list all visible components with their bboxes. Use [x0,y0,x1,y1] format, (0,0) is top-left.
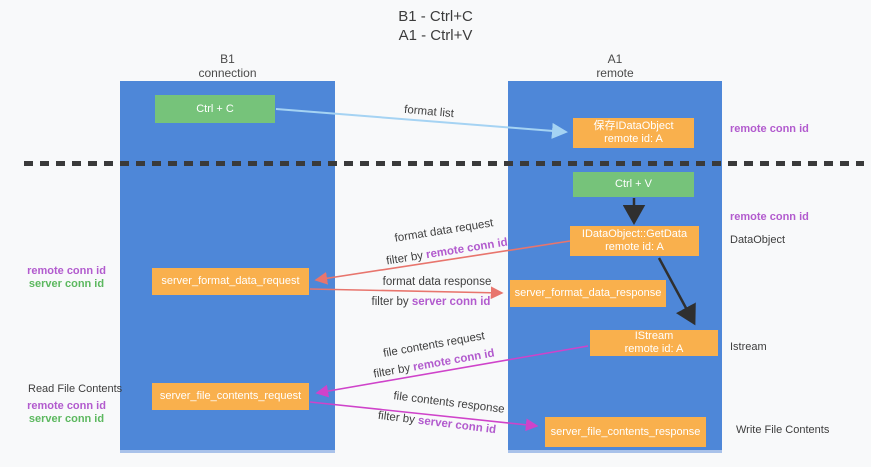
lane-header-b1: B1 connection [120,52,335,80]
node-format-request-label: server_format_data_request [161,275,300,287]
node-getdata-line1: IDataObject::GetData [581,228,688,240]
node-server-format-data-response: server_format_data_response [510,280,666,307]
edge-label-file-contents-response: file contents response [392,390,506,416]
label-remote-conn-id-right-top: remote conn id [730,123,809,135]
label-dataobject: DataObject [730,234,786,246]
title-line-1: B1 - Ctrl+C [398,8,473,25]
label-write-file-contents: Write File Contents [736,424,830,436]
diagram-title: B1 - Ctrl+C A1 - Ctrl+V [0,7,871,45]
filter-server-conn-id: server conn id [411,296,491,308]
node-ctrl-v: Ctrl + V [573,172,694,197]
node-server-file-contents-response: server_file_contents_response [545,417,706,447]
label-group-conn-ids-2: remote conn id server conn id [24,400,109,426]
node-save-idataobject-line2: remote id: A [604,133,663,145]
lane-a1-name: A1 [607,52,623,66]
node-ctrl-c-label: Ctrl + C [196,102,234,115]
node-istream-line2: remote id: A [624,343,684,355]
node-format-response-label: server_format_data_response [514,287,662,299]
label-istream-side: Istream [730,341,767,353]
node-getdata-line2: remote id: A [605,241,664,253]
edge-label-filter-server-1: filter by server conn id [372,296,491,308]
node-file-request-label: server_file_contents_request [159,390,302,402]
title-line-2: A1 - Ctrl+V [398,27,473,44]
label-server-conn-id-left-2: server conn id [28,413,105,425]
node-file-response-label: server_file_contents_response [550,425,701,438]
arrow-format-data-response [309,286,504,300]
edge-label-format-list: format list [403,103,455,121]
node-idataobject-getdata: IDataObject::GetData remote id: A [570,226,699,256]
node-ctrl-c: Ctrl + C [155,95,275,123]
filter-by-text: filter by [377,409,419,427]
label-remote-conn-id-right-mid: remote conn id [730,211,809,223]
node-save-idataobject: 保存IDataObject remote id: A [573,118,694,148]
edge-label-format-data-response: format data response [382,276,492,288]
edge-label-filter-server-2: filter by server conn id [377,410,496,436]
node-ctrl-v-label: Ctrl + V [615,178,652,190]
lane-a1-subtitle: remote [596,66,634,80]
node-server-file-contents-request: server_file_contents_request [152,383,309,410]
label-read-file-contents: Read File Contents [28,383,123,395]
filter-by-text: filter by [385,249,428,268]
label-group-conn-ids-1: remote conn id server conn id [24,265,109,291]
filter-by-text: filter by [371,296,412,308]
filter-remote-conn-id: remote conn id [425,236,509,262]
node-save-idataobject-line1: 保存IDataObject [593,120,674,132]
node-server-format-data-request: server_format_data_request [152,268,309,295]
filter-by-text: filter by [372,361,415,381]
filter-server-conn-id: server conn id [417,414,497,437]
label-remote-conn-id-left-2: remote conn id [27,400,106,412]
node-istream-line1: IStream [634,330,674,342]
label-server-conn-id-left-1: server conn id [28,278,105,290]
lane-header-a1: A1 remote [508,52,722,80]
label-remote-conn-id-left-1: remote conn id [27,265,106,277]
node-istream: IStream remote id: A [590,330,718,356]
lane-b1-name: B1 [220,52,235,66]
dashed-separator [24,161,864,166]
lane-b1-subtitle: connection [198,66,257,80]
